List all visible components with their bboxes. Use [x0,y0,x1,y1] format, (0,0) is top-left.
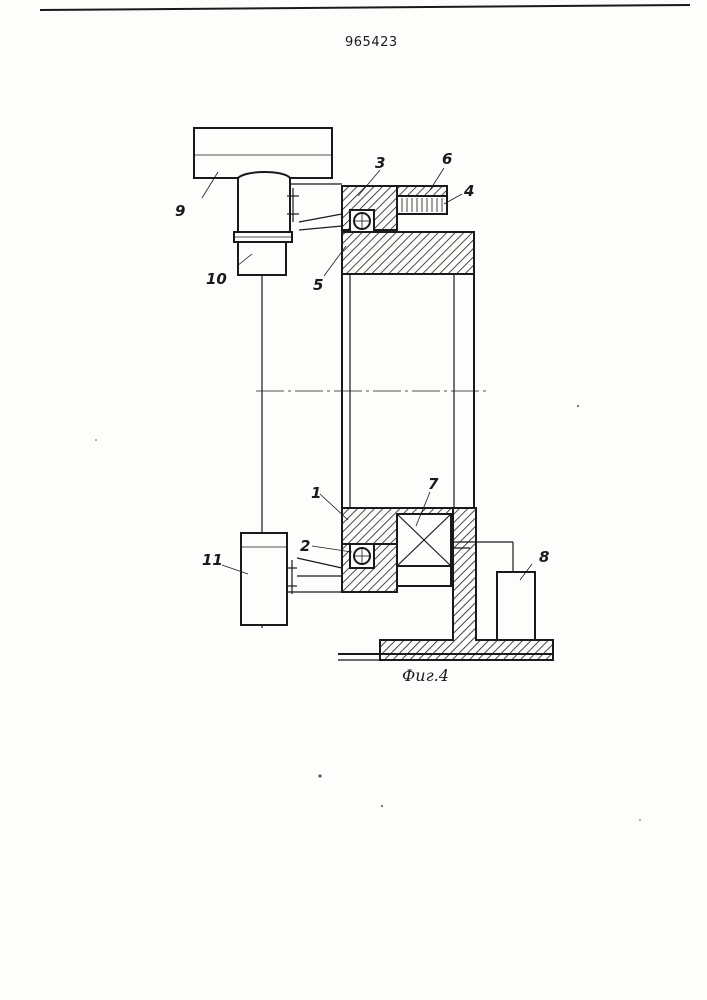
upper-bearing-housing [342,186,447,232]
motor-9 [194,128,332,178]
callout-2: 2 [300,537,310,555]
callout-1: 1 [311,484,321,502]
motor-8 [497,572,535,640]
patent-number: 965423 [345,35,398,50]
callout-10: 10 [206,270,227,288]
callout-8: 8 [539,548,549,566]
callout-4: 4 [463,182,474,200]
figure-caption: Фиг.4 [402,666,449,685]
drive-link-lower [297,558,342,568]
gearbox-10 [234,172,299,275]
callout-11: 11 [202,551,223,569]
callout-6: 6 [442,150,452,168]
callout-3: 3 [375,154,385,172]
callout-5: 5 [313,276,323,294]
motor-11 [241,533,297,625]
scan-specks [95,405,641,821]
sheet-top-border [40,5,690,10]
callout-9: 9 [175,202,185,220]
upper-rim [342,232,474,274]
callout-7: 7 [428,475,439,493]
roller-support-7 [397,514,451,586]
